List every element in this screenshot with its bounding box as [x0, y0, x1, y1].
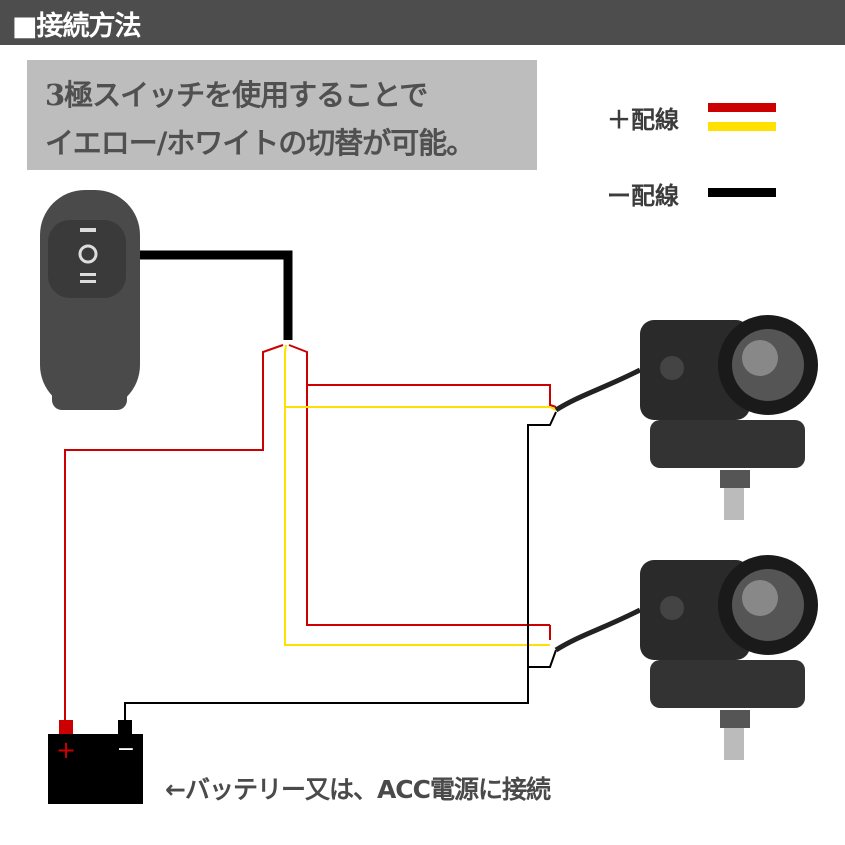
red-wire-battery: [64, 344, 284, 720]
battery-plus-terminal: [59, 720, 73, 734]
battery-minus-terminal: [118, 720, 132, 734]
legend-yellow-swatch: [708, 122, 776, 131]
yellow-wire-top-light: [285, 406, 557, 411]
page-title: ■接続方法: [12, 11, 142, 42]
switch-position-i-icon: [80, 228, 96, 232]
switch-cable: [140, 250, 293, 340]
fog-light-top: [554, 315, 818, 520]
yellow-wire: [284, 344, 550, 646]
battery-plus-label: +: [56, 736, 76, 764]
battery: + −: [48, 720, 143, 804]
red-wire-lights: [288, 344, 550, 626]
legend-negative-label: ー配線: [607, 182, 679, 210]
note-line-1: 3極スイッチを使用することで: [45, 78, 428, 112]
switch-position-o-icon: [78, 244, 98, 264]
red-wire-top-light: [307, 384, 557, 408]
black-wire-ground: [124, 411, 557, 720]
legend-black-swatch: [708, 188, 776, 197]
battery-caption: ←バッテリー又は、ACC電源に接続: [165, 775, 551, 804]
note-box: 3極スイッチを使用することで イエロー/ホワイトの切替が可能。: [27, 60, 537, 170]
battery-minus-label: −: [117, 737, 135, 762]
black-wire-bottom-light: [528, 649, 557, 668]
legend-red-swatch: [708, 103, 776, 112]
header-bar: ■接続方法: [0, 0, 845, 45]
legend-positive-label: ＋配線: [607, 106, 679, 134]
note-line-2: イエロー/ホワイトの切替が可能。: [45, 126, 475, 160]
rocker-switch: [40, 190, 140, 410]
switch-position-ii-icon: [80, 273, 96, 276]
fog-light-bottom: [554, 555, 818, 760]
